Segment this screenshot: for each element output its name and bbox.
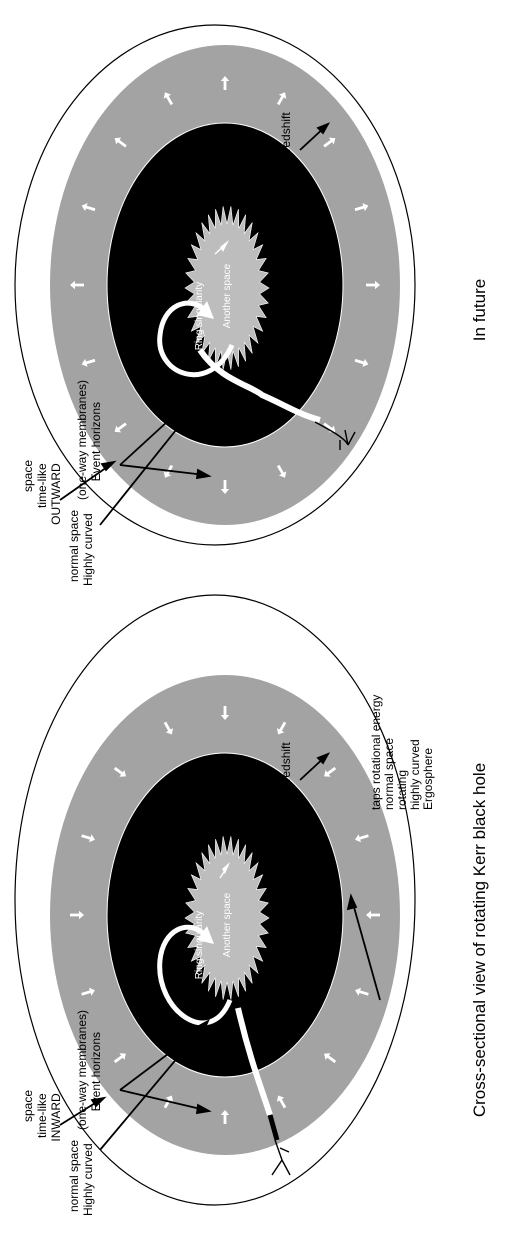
ergosphere-line-1: Ergosphere — [421, 748, 435, 810]
ring-singularity-star-right — [184, 206, 270, 370]
infall-path-right — [157, 300, 235, 377]
title-right: In future — [470, 279, 489, 341]
event-horizons-label-right: Event horizons (one-way membranes) — [75, 380, 103, 500]
right-diagram: Ring singularity Another space Surface o… — [14, 24, 416, 586]
ergosphere-line-5: taps rotational energy — [369, 695, 383, 810]
infall-path — [157, 924, 233, 1026]
left-diagram: Ring singularity Another space Surface o… — [14, 594, 435, 1216]
curved-line-1-right: Highly curved — [81, 513, 95, 586]
timelike-line-2-right: time-like — [35, 463, 49, 508]
infall-path-arrowhead — [197, 926, 214, 944]
timelike-line-3: space — [21, 1090, 35, 1122]
probe-icon-right — [314, 421, 356, 450]
timelike-label-left: INWARD time-like space — [21, 1090, 63, 1142]
timelike-line-3-right: space — [21, 460, 35, 492]
event-horizons-line-2-right: (one-way membranes) — [75, 380, 89, 500]
surface-label-left: Surface of infinite redshift — [279, 742, 293, 878]
curved-line-2: normal space — [67, 1140, 81, 1212]
infall-path-arrowhead-right — [197, 301, 214, 319]
ring-singularity-star — [184, 836, 270, 1000]
another-space-label-left: Another space — [222, 892, 233, 957]
left-leaders — [59, 752, 381, 1151]
outer-path — [235, 1007, 273, 1116]
ergosphere-line-3: rotating — [395, 770, 409, 810]
curved-line-1: Highly curved — [81, 1143, 95, 1216]
event-horizons-line-1-right: Event horizons — [89, 402, 103, 481]
ergosphere-line-2: highly curved — [408, 739, 422, 810]
timelike-line-2: time-like — [35, 1093, 49, 1138]
event-horizons-label-left: Event horizons (one-way membranes) — [75, 1010, 103, 1130]
probe-stem — [267, 1114, 280, 1141]
surface-label-right: Surface of infinite redshift — [279, 112, 293, 248]
timelike-label-right: OUTWARD time-like space — [21, 460, 63, 525]
ring-singularity-label-left: Ring singularity — [194, 911, 205, 979]
curved-label-left: Highly curved normal space — [67, 1140, 95, 1216]
timelike-line-1: INWARD — [49, 1093, 63, 1142]
ergosphere-line-4: normal space — [382, 738, 396, 810]
curved-label-right: Highly curved normal space — [67, 510, 95, 586]
ring-singularity-label-right: Ring singularity — [194, 282, 205, 350]
another-space-label-right: Another space — [222, 263, 233, 328]
probe-icon — [271, 1139, 291, 1176]
outer-path-right — [197, 348, 321, 423]
ring-pointer-head-right — [220, 240, 229, 252]
ring-pointer-head-left — [222, 862, 230, 874]
ergosphere-label: Ergosphere highly curved rotating normal… — [369, 695, 435, 810]
event-horizons-line-1: Event horizons — [89, 1032, 103, 1111]
curved-line-2-right: normal space — [67, 510, 81, 582]
right-leaders — [59, 122, 331, 526]
event-horizons-line-2: (one-way membranes) — [75, 1010, 89, 1130]
title-left: Cross-sectional view of rotating Kerr bl… — [470, 763, 489, 1117]
timelike-line-1-right: OUTWARD — [49, 463, 63, 525]
